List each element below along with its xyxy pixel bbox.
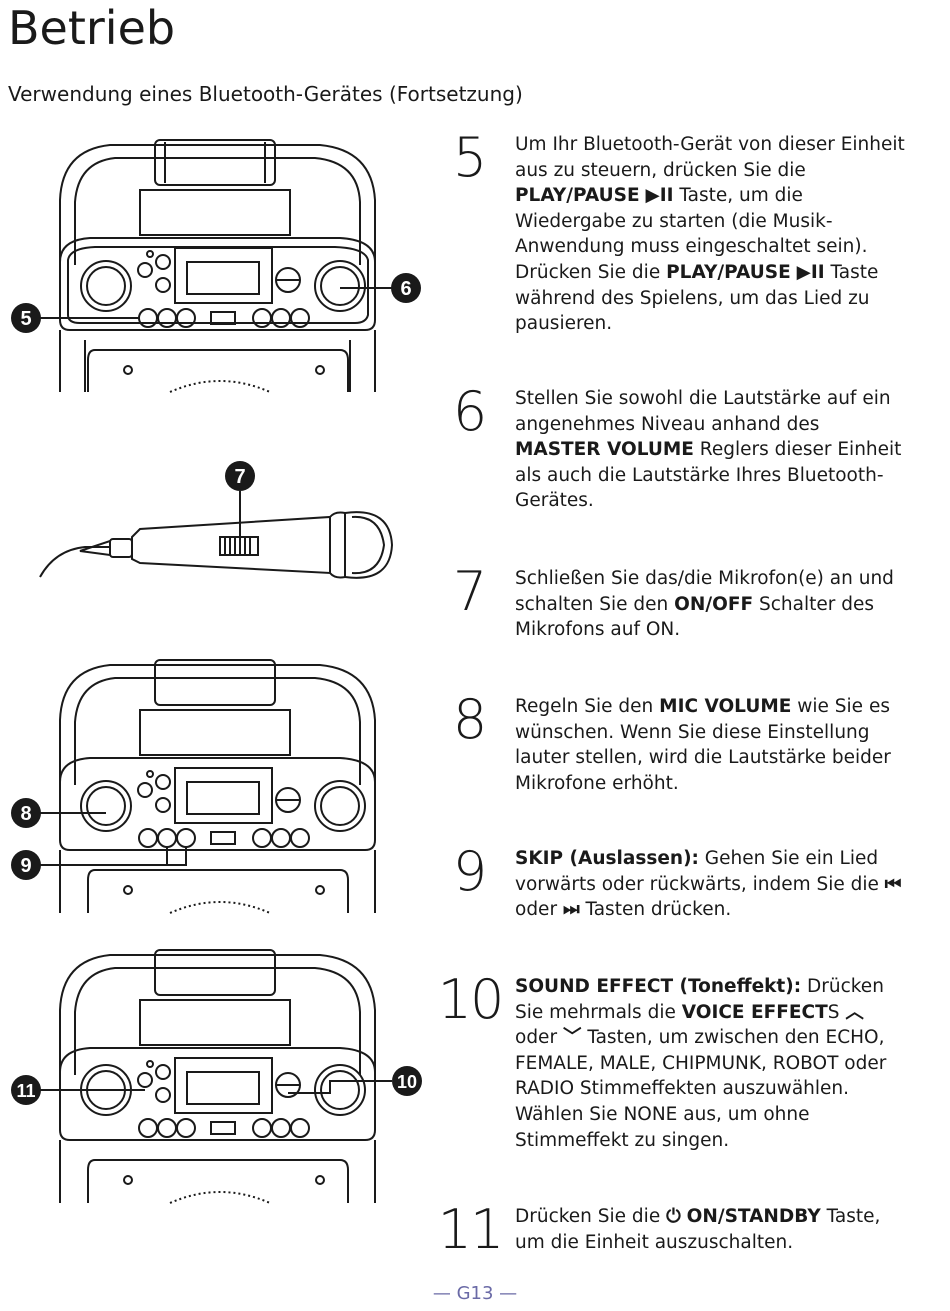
step-number: 5 [452, 126, 488, 189]
play-pause-icon: ▶II [645, 185, 674, 207]
speaker-illustration-1: 5 6 [11, 139, 421, 393]
play-pause-icon: ▶II [796, 261, 825, 283]
step-number: 11 [437, 1198, 505, 1261]
step-number: 9 [452, 840, 488, 903]
step-number: 7 [452, 560, 488, 623]
page-number: — G13 — [432, 1283, 518, 1304]
callout-7: 7 [234, 466, 245, 488]
step-text: SOUND EFFECT (Toneffekt): Drücken Sie me… [515, 976, 887, 1151]
callout-10: 10 [397, 1072, 417, 1092]
chevron-down-icon: ﹀ [562, 1027, 582, 1049]
microphone-illustration: 7 [39, 461, 394, 579]
skip-forward-icon: ⏭ [562, 899, 580, 921]
step-number: 8 [452, 688, 488, 751]
page-title: Betrieb [8, 1, 176, 55]
callout-5: 5 [20, 308, 31, 330]
page-subtitle: Verwendung eines Bluetooth-Gerätes (Fort… [8, 82, 523, 106]
callout-6: 6 [400, 278, 411, 300]
callout-8: 8 [20, 803, 31, 825]
skip-back-icon: ⏮ [884, 873, 902, 895]
step-text: Regeln Sie den MIC VOLUME wie Sie es wün… [515, 696, 891, 794]
step-text: Schließen Sie das/die Mikrofon(e) an und… [515, 568, 894, 641]
chevron-up-icon: ︿ [845, 1001, 864, 1023]
speaker-illustration-3: 11 10 [11, 949, 422, 1204]
step-text: Stellen Sie sowohl die Lautstärke auf ei… [515, 388, 902, 512]
power-icon: ⏻ [666, 1206, 681, 1227]
step-text: Drücken Sie die ⏻ ON/STANDBY Taste, um d… [515, 1206, 881, 1253]
step-text: SKIP (Auslassen): Gehen Sie ein Lied vor… [515, 848, 902, 921]
speaker-illustration-2: 8 9 [11, 659, 376, 914]
callout-9: 9 [20, 855, 31, 877]
step-number: 10 [437, 968, 505, 1031]
step-number: 6 [452, 380, 488, 443]
callout-11: 11 [16, 1081, 35, 1101]
step-text: Um Ihr Bluetooth-Gerät von dieser Einhei… [515, 134, 905, 335]
